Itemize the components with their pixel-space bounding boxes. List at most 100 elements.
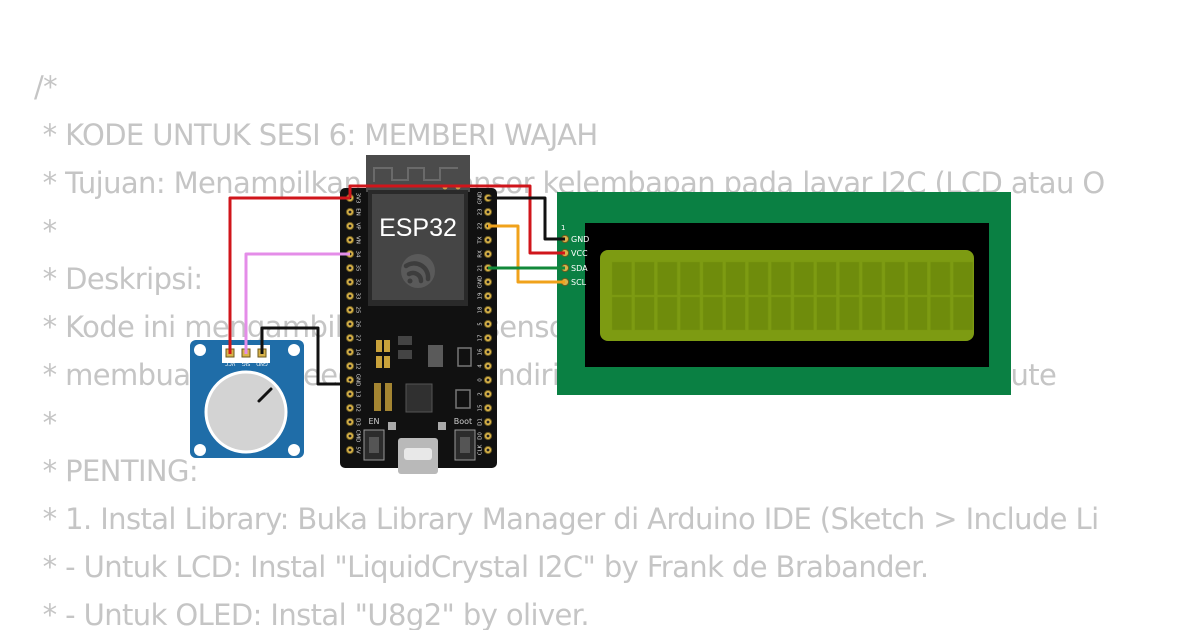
- esp32-pin-label: 27: [355, 335, 361, 342]
- potentiometer-pin-label: SIG: [242, 360, 251, 366]
- esp32-pin-label: EN: [355, 208, 361, 216]
- lcd-cell: [816, 296, 837, 331]
- lcd-pin-label: SCL: [571, 278, 587, 287]
- espressif-logo-icon: [401, 254, 435, 288]
- lcd-cell: [816, 261, 837, 296]
- wire-pot-sig-to-34: [244, 252, 350, 354]
- esp32-pin-label: 2: [478, 392, 484, 396]
- lcd-cell: [634, 296, 655, 331]
- knob-pointer: [257, 387, 273, 403]
- potentiometer-knob[interactable]: [204, 370, 288, 454]
- lcd-cell: [793, 296, 814, 331]
- esp32-pin-label: RX: [478, 250, 484, 258]
- esp32-pin-label: 3V3: [355, 193, 361, 204]
- esp32-pin-label: CMD: [355, 430, 361, 443]
- esp32-pin-label: 21: [478, 265, 484, 272]
- code-line: * PENTING:: [34, 454, 199, 488]
- lcd-cell: [680, 296, 701, 331]
- esp32-pin-label: 5V: [355, 446, 361, 453]
- wire-lcd-gnd-to-gnd: [488, 196, 565, 241]
- lcd-cell: [793, 261, 814, 296]
- lcd-cell: [748, 261, 769, 296]
- wire-lcd-scl-to-22: [488, 224, 565, 284]
- lcd-cell: [725, 261, 746, 296]
- en-button-label: EN: [368, 417, 379, 426]
- esp32-pin-label: 4: [478, 364, 484, 368]
- code-line: *: [34, 214, 58, 248]
- potentiometer-pin-label: GND: [256, 360, 268, 366]
- esp32-pin-label: 32: [355, 279, 361, 286]
- esp32-pin-label: 35: [355, 265, 361, 272]
- lcd-cell: [907, 296, 928, 331]
- esp32-pin-label: 5: [478, 322, 484, 326]
- esp32-pin-label: 25: [355, 307, 361, 314]
- esp32-pin-label: D2: [355, 404, 361, 412]
- esp32-pin-label: 13: [355, 391, 361, 398]
- lcd-cell: [657, 296, 678, 331]
- lcd-cell: [611, 261, 632, 296]
- lcd-pin-label: GND: [571, 235, 589, 244]
- lcd-cell: [702, 261, 723, 296]
- lcd-cell: [725, 296, 746, 331]
- esp32-pin-label: GND: [355, 374, 361, 387]
- esp32-pin-label: GND: [478, 192, 484, 205]
- lcd-cell: [771, 296, 792, 331]
- lcd-cell: [953, 261, 974, 296]
- wire-pot-vcc-to-3v3: [228, 196, 350, 354]
- esp32-pin-label: 15: [478, 404, 484, 411]
- lcd-cell: [657, 261, 678, 296]
- esp32-pin-label: D3: [355, 418, 361, 426]
- lcd-pin-label: SDA: [571, 264, 588, 273]
- lcd-cell: [953, 296, 974, 331]
- potentiometer-pin-label: VCC: [224, 360, 235, 366]
- esp32-pin-label: D0: [478, 432, 484, 440]
- lcd-cell: [634, 261, 655, 296]
- lcd-cell: [930, 296, 951, 331]
- code-line: * - Untuk LCD: Instal "LiquidCrystal I2C…: [34, 550, 929, 584]
- lcd-pin-label: VCC: [571, 249, 588, 258]
- potentiometer[interactable]: VCC SIG GND: [190, 340, 304, 458]
- esp32-label: ESP32: [379, 214, 457, 242]
- lcd-cell: [611, 296, 632, 331]
- esp32-pin-label: 22: [478, 223, 484, 230]
- code-line: *: [34, 406, 58, 440]
- lcd-cell: [680, 261, 701, 296]
- esp32-pin-label: 19: [478, 292, 484, 299]
- lcd-cell: [839, 261, 860, 296]
- esp32-pin-label: VN: [355, 236, 361, 244]
- esp32-pin-label: D1: [478, 418, 484, 426]
- esp32-pin-label: 26: [355, 321, 361, 328]
- esp32-pin-label: 33: [355, 293, 361, 300]
- lcd-cell: [907, 261, 928, 296]
- esp32-pin-label: 17: [478, 334, 484, 341]
- esp32-pin-label: VP: [355, 222, 361, 230]
- code-line: * 1. Instal Library: Buka Library Manage…: [34, 502, 1100, 536]
- esp32-pin-label: 23: [478, 208, 484, 215]
- lcd-cell: [771, 261, 792, 296]
- lcd-1602[interactable]: 1 GND VCC SDA SCL: [557, 192, 1011, 395]
- esp32-pin-label: 12: [355, 363, 361, 370]
- lcd-character-cells: [611, 261, 974, 331]
- lcd-cell: [862, 261, 883, 296]
- lcd-cell: [930, 261, 951, 296]
- code-line: * Deskripsi:: [34, 262, 204, 296]
- lcd-cell: [702, 296, 723, 331]
- code-line: * KODE UNTUK SESI 6: MEMBERI WAJAH: [34, 118, 599, 152]
- esp32-pin-label: 14: [355, 349, 361, 356]
- wire-lcd-vcc-to-3v3: [348, 184, 565, 255]
- esp32-pin-label: 18: [478, 306, 484, 313]
- lcd-pin-index: 1: [561, 224, 565, 232]
- lcd-cell: [884, 261, 905, 296]
- code-line: * - Untuk OLED: Instal "U8g2" by oliver.: [34, 598, 590, 630]
- lcd-cell: [748, 296, 769, 331]
- esp32-pin-label: CLK: [478, 444, 484, 455]
- lcd-cell: [839, 296, 860, 331]
- esp32-pin-label: TX: [478, 236, 484, 244]
- lcd-cell: [862, 296, 883, 331]
- lcd-cell: [884, 296, 905, 331]
- esp32-pin-label: 34: [355, 251, 361, 258]
- code-line: /*: [34, 70, 58, 104]
- esp32-pin-label: 16: [478, 348, 484, 355]
